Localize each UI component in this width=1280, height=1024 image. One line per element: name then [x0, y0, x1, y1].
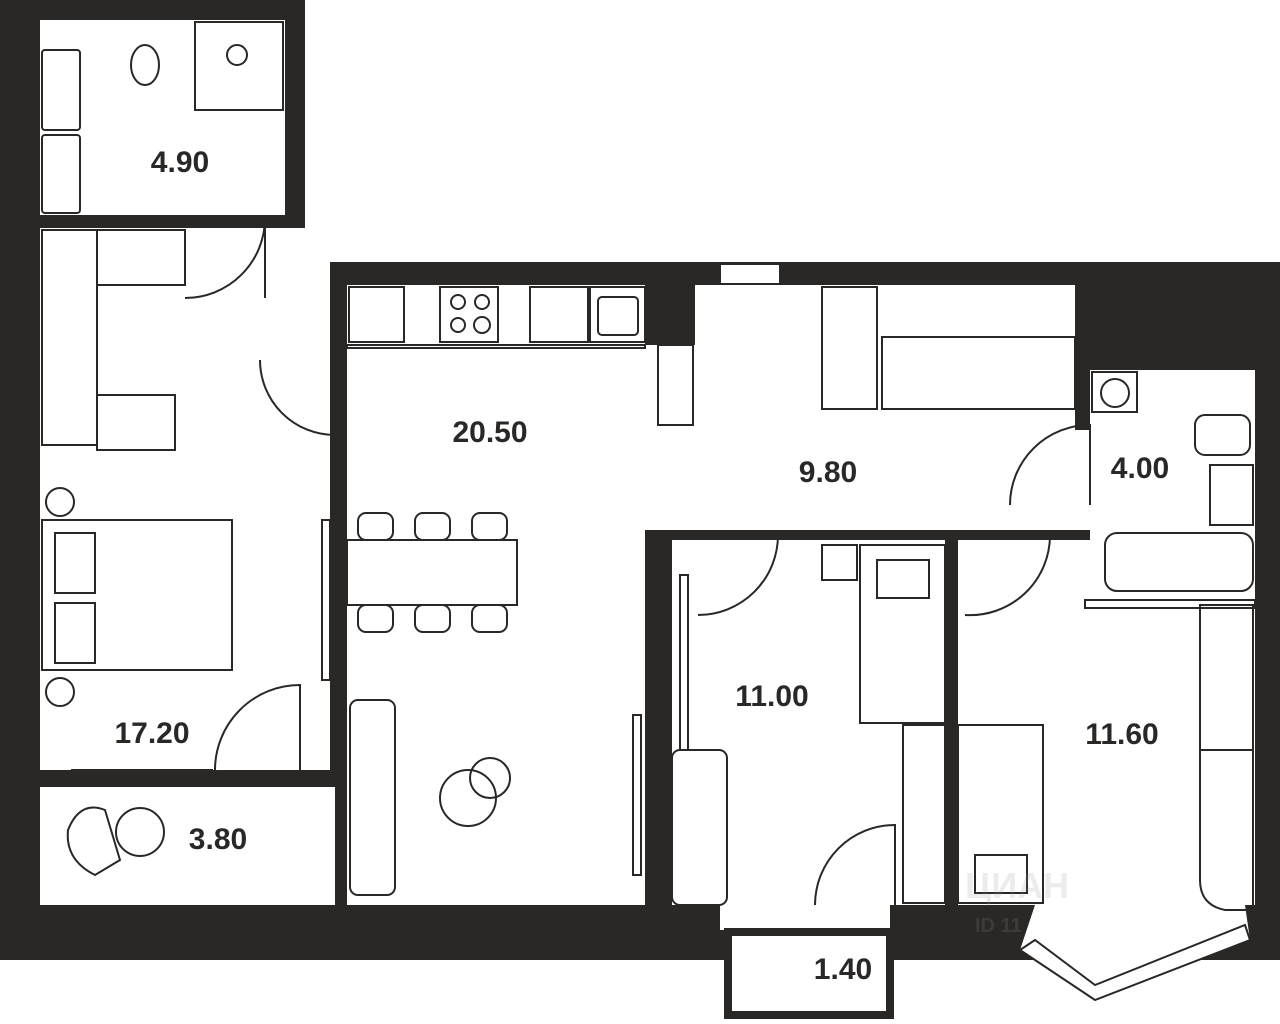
room-area-bathroom-2: 4.00	[1110, 452, 1170, 485]
windows	[67, 263, 1256, 1002]
room-area-room-1: 11.00	[735, 680, 809, 713]
room-area-balcony-2: 1.40	[813, 953, 873, 986]
watermark-brand: ЦИАН	[965, 865, 1070, 906]
room-area-bedroom: 17.20	[114, 717, 190, 750]
room-area-room-2: 11.60	[1085, 718, 1159, 751]
room-area-balcony-1: 3.80	[188, 823, 248, 856]
room-area-bathroom-1: 4.90	[150, 146, 210, 179]
room-floors	[40, 20, 1255, 1019]
room-area-kitchen-living: 20.50	[452, 416, 528, 449]
doors	[184, 217, 1091, 906]
room-area-hallway: 9.80	[798, 456, 858, 489]
furniture	[41, 21, 1254, 911]
watermark-id: ID 11	[975, 915, 1022, 937]
